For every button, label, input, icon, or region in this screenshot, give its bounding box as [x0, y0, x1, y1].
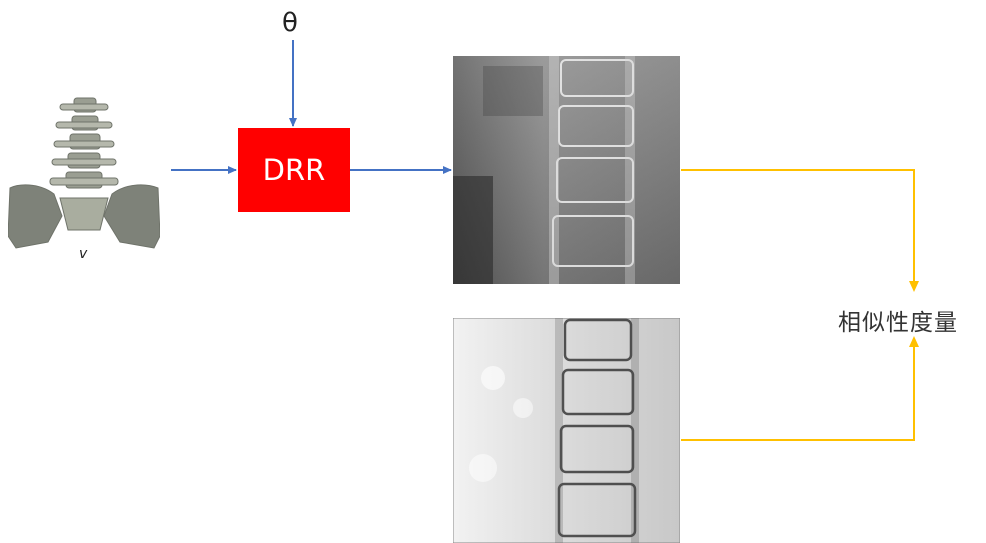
drr-image-to-similarity-arrow [681, 170, 914, 290]
drr-block: DRR [238, 128, 350, 212]
spine-volume-image [8, 96, 160, 254]
similarity-measure-label: 相似性度量 [838, 303, 958, 337]
xray-image-to-similarity-arrow [681, 338, 914, 440]
volume-label: v [79, 246, 87, 262]
theta-label: θ [282, 8, 298, 38]
drr-output-image [453, 56, 680, 284]
drr-label: DRR [263, 153, 326, 187]
xray-image [453, 318, 680, 543]
